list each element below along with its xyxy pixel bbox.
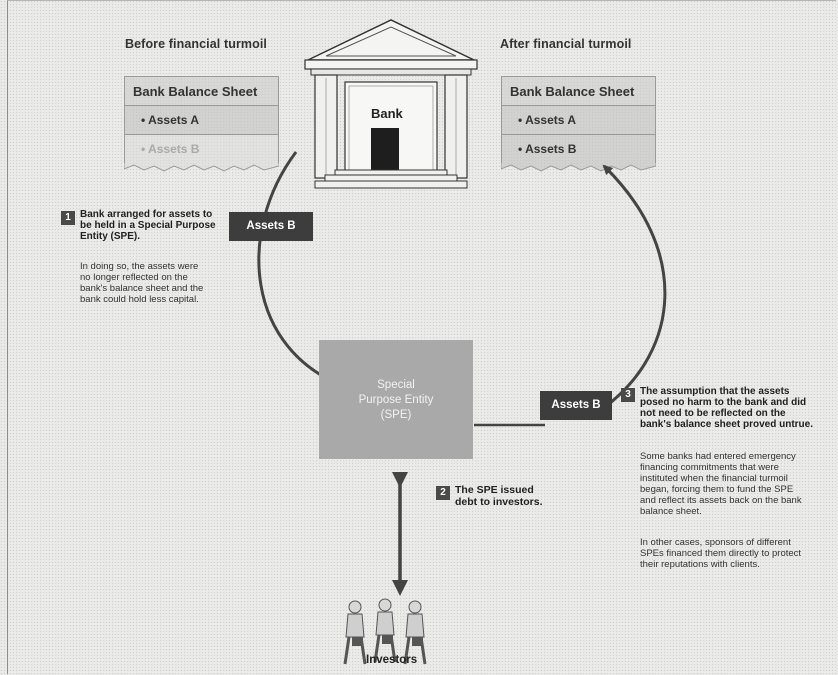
assets-b-tag-right: Assets B bbox=[540, 391, 612, 420]
spe-label-line: (SPE) bbox=[380, 409, 412, 421]
torn-edge bbox=[501, 163, 656, 172]
balance-sheet-item-assets-b: • Assets B bbox=[501, 134, 656, 163]
step-3-text: The assumption that the assets posed no … bbox=[640, 386, 813, 430]
text-line: The assumption that the assets bbox=[640, 386, 790, 397]
balance-sheet-title: Bank Balance Sheet bbox=[124, 76, 279, 105]
diagram-frame bbox=[7, 0, 836, 674]
assets-b-tag-left: Assets B bbox=[229, 212, 313, 241]
balance-sheet-title: Bank Balance Sheet bbox=[501, 76, 656, 105]
step-3-badge: 3 bbox=[621, 388, 635, 402]
text-line: debt to investors. bbox=[455, 496, 543, 508]
text-line: The SPE issued bbox=[455, 484, 534, 496]
balance-sheet-item-assets-a: • Assets A bbox=[124, 105, 279, 134]
bank-building-icon bbox=[304, 19, 478, 189]
step-1-detail: In doing so, the assets were no longer r… bbox=[80, 261, 203, 305]
bank-label: Bank bbox=[371, 106, 403, 121]
text-line: Bank arranged for assets to bbox=[80, 209, 213, 220]
arrow-spe-to-bank bbox=[602, 164, 667, 409]
text-line: financing commitments that were bbox=[640, 462, 779, 473]
balance-sheet-item-assets-a: • Assets A bbox=[501, 105, 656, 134]
arrow-bank-to-spe bbox=[257, 151, 348, 389]
before-heading: Before financial turmoil bbox=[125, 37, 268, 51]
text-line: and reflect its assets back on the bank bbox=[640, 495, 802, 506]
text-line: SPEs financed them directly to protect bbox=[640, 548, 802, 559]
balance-sheet-before: Bank Balance Sheet • Assets A • Assets B bbox=[124, 76, 279, 173]
text-line: In other cases, sponsors of different bbox=[640, 537, 791, 548]
step-1-text: Bank arranged for assets to be held in a… bbox=[80, 209, 216, 242]
step-3-detail-1: Some banks had entered emergency financi… bbox=[640, 451, 802, 517]
after-heading: After financial turmoil bbox=[500, 37, 632, 51]
text-line: bank's balance sheet and the bbox=[80, 283, 204, 294]
torn-edge bbox=[124, 163, 279, 172]
text-line: instituted when the financial turmoil bbox=[640, 473, 788, 484]
spe-label-line: Special bbox=[377, 379, 415, 391]
text-line: their reputations with clients. bbox=[640, 559, 760, 570]
text-line: no longer reflected on the bbox=[80, 272, 188, 283]
text-line: began, forcing them to fund the SPE bbox=[640, 484, 794, 495]
text-line: Some banks had entered emergency bbox=[640, 451, 796, 462]
step-1-badge: 1 bbox=[61, 211, 75, 225]
spe-box: Special Purpose Entity (SPE) bbox=[319, 340, 473, 459]
text-line: In doing so, the assets were bbox=[80, 261, 199, 272]
text-line: Entity (SPE). bbox=[80, 231, 141, 242]
step-2-text: The SPE issued debt to investors. bbox=[455, 484, 543, 508]
step-3-detail-2: In other cases, sponsors of different SP… bbox=[640, 537, 801, 570]
spe-label-line: Purpose Entity bbox=[358, 394, 434, 406]
investors-icon bbox=[343, 598, 427, 665]
text-line: bank's balance sheet proved untrue. bbox=[640, 419, 813, 430]
step-2-badge: 2 bbox=[436, 486, 450, 500]
text-line: posed no harm to the bank and did bbox=[640, 397, 807, 408]
investors-label: Investors bbox=[366, 654, 418, 666]
text-line: not need to be reflected on the bbox=[640, 408, 786, 419]
balance-sheet-after: Bank Balance Sheet • Assets A • Assets B bbox=[501, 76, 656, 173]
balance-sheet-item-assets-b: • Assets B bbox=[124, 134, 279, 163]
text-line: bank could hold less capital. bbox=[80, 294, 199, 305]
text-line: balance sheet. bbox=[640, 506, 702, 517]
text-line: be held in a Special Purpose bbox=[80, 220, 216, 231]
